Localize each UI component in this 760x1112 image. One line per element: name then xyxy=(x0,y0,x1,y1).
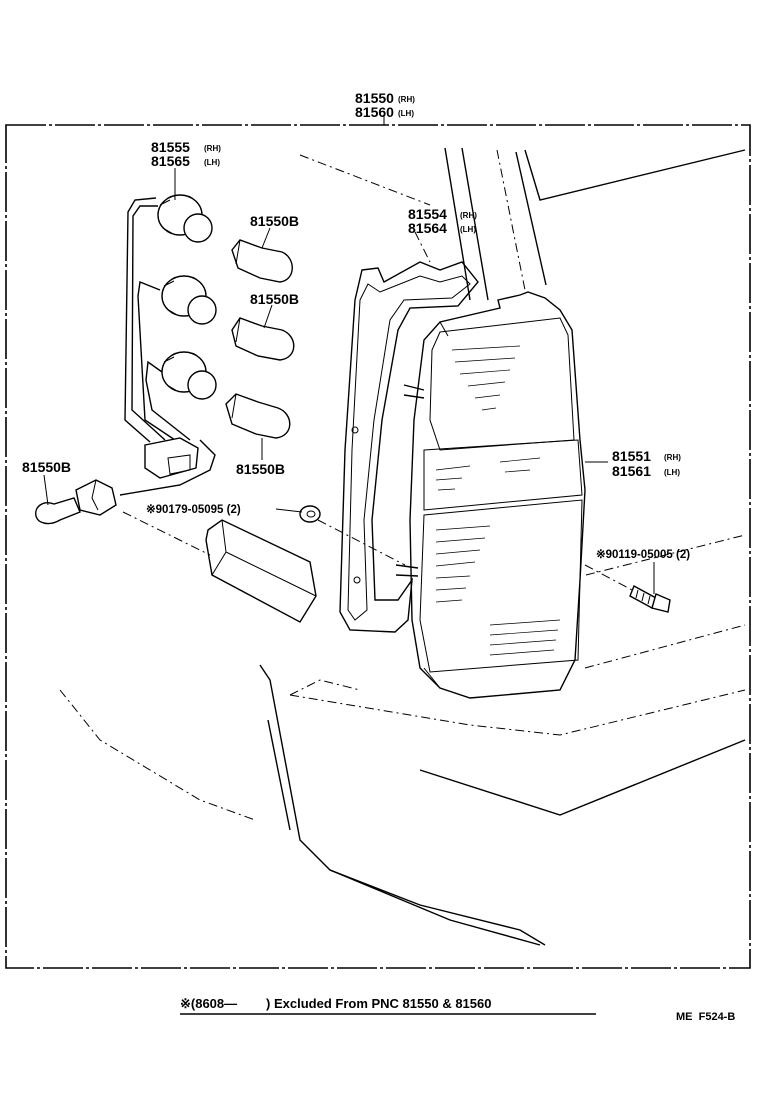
bulb-label-2: 81550B xyxy=(250,291,299,307)
gasket-lh-side: (LH) xyxy=(460,225,476,234)
lens-texture xyxy=(435,345,561,656)
bulb-label-1: 81550B xyxy=(250,213,299,229)
socket-upper xyxy=(157,194,213,243)
socket-rh-side: (RH) xyxy=(204,144,221,153)
bulb-side xyxy=(35,497,81,525)
bulb-1 xyxy=(231,239,293,283)
lens-lh-side: (LH) xyxy=(664,468,680,477)
nut-part xyxy=(299,505,321,523)
socket-rh-number: 81555 xyxy=(151,139,190,155)
socket-side xyxy=(75,479,117,516)
socket-lh-number: 81565 xyxy=(151,153,190,169)
screw-label: ※90119-05005 (2) xyxy=(596,548,690,561)
lens-rh-number: 81551 xyxy=(612,448,651,464)
tail-lamp-lens-part xyxy=(395,291,586,699)
lens-lh-number: 81561 xyxy=(612,463,651,479)
socket-lh-side: (LH) xyxy=(204,158,220,167)
vehicle-body-outline xyxy=(59,147,746,946)
bulb-3 xyxy=(225,393,291,439)
drawing-code: ME F524-B xyxy=(676,1011,735,1023)
socket-lower xyxy=(161,351,217,400)
label-gasket: 81554 (RH) 81564 (LH) xyxy=(408,206,477,236)
wiring-harness xyxy=(119,197,216,496)
socket-middle xyxy=(161,275,217,325)
screw-part xyxy=(629,585,671,613)
assembly-lh-number: 81560 xyxy=(355,104,394,120)
diagram-frame xyxy=(5,124,751,969)
bulb-sockets xyxy=(75,194,217,516)
label-assembly: 81550 (RH) 81560 (LH) xyxy=(355,90,415,120)
bulb-2 xyxy=(231,317,295,361)
bulb-label-3: 81550B xyxy=(236,461,285,477)
assembly-rh-side: (RH) xyxy=(398,95,415,104)
side-marker-lens xyxy=(205,519,317,623)
footnote-text: ※(8608— ) Excluded From PNC 81550 & 8156… xyxy=(180,996,491,1011)
gasket-rh-side: (RH) xyxy=(460,211,477,220)
assembly-rh-number: 81550 xyxy=(355,90,394,106)
bulb-label-side: 81550B xyxy=(22,459,71,475)
label-socket: 81555 (RH) 81565 (LH) xyxy=(151,139,221,169)
assembly-lh-side: (LH) xyxy=(398,109,414,118)
label-lens: 81551 (RH) 81561 (LH) xyxy=(612,448,681,479)
gasket-rh-number: 81554 xyxy=(408,206,447,222)
bulbs xyxy=(35,239,295,525)
nut-label: ※90179-05095 (2) xyxy=(146,503,241,516)
gasket-part xyxy=(339,261,479,633)
leader-lines xyxy=(43,116,655,594)
gasket-lh-number: 81564 xyxy=(408,220,447,236)
lens-rh-side: (RH) xyxy=(664,453,681,462)
